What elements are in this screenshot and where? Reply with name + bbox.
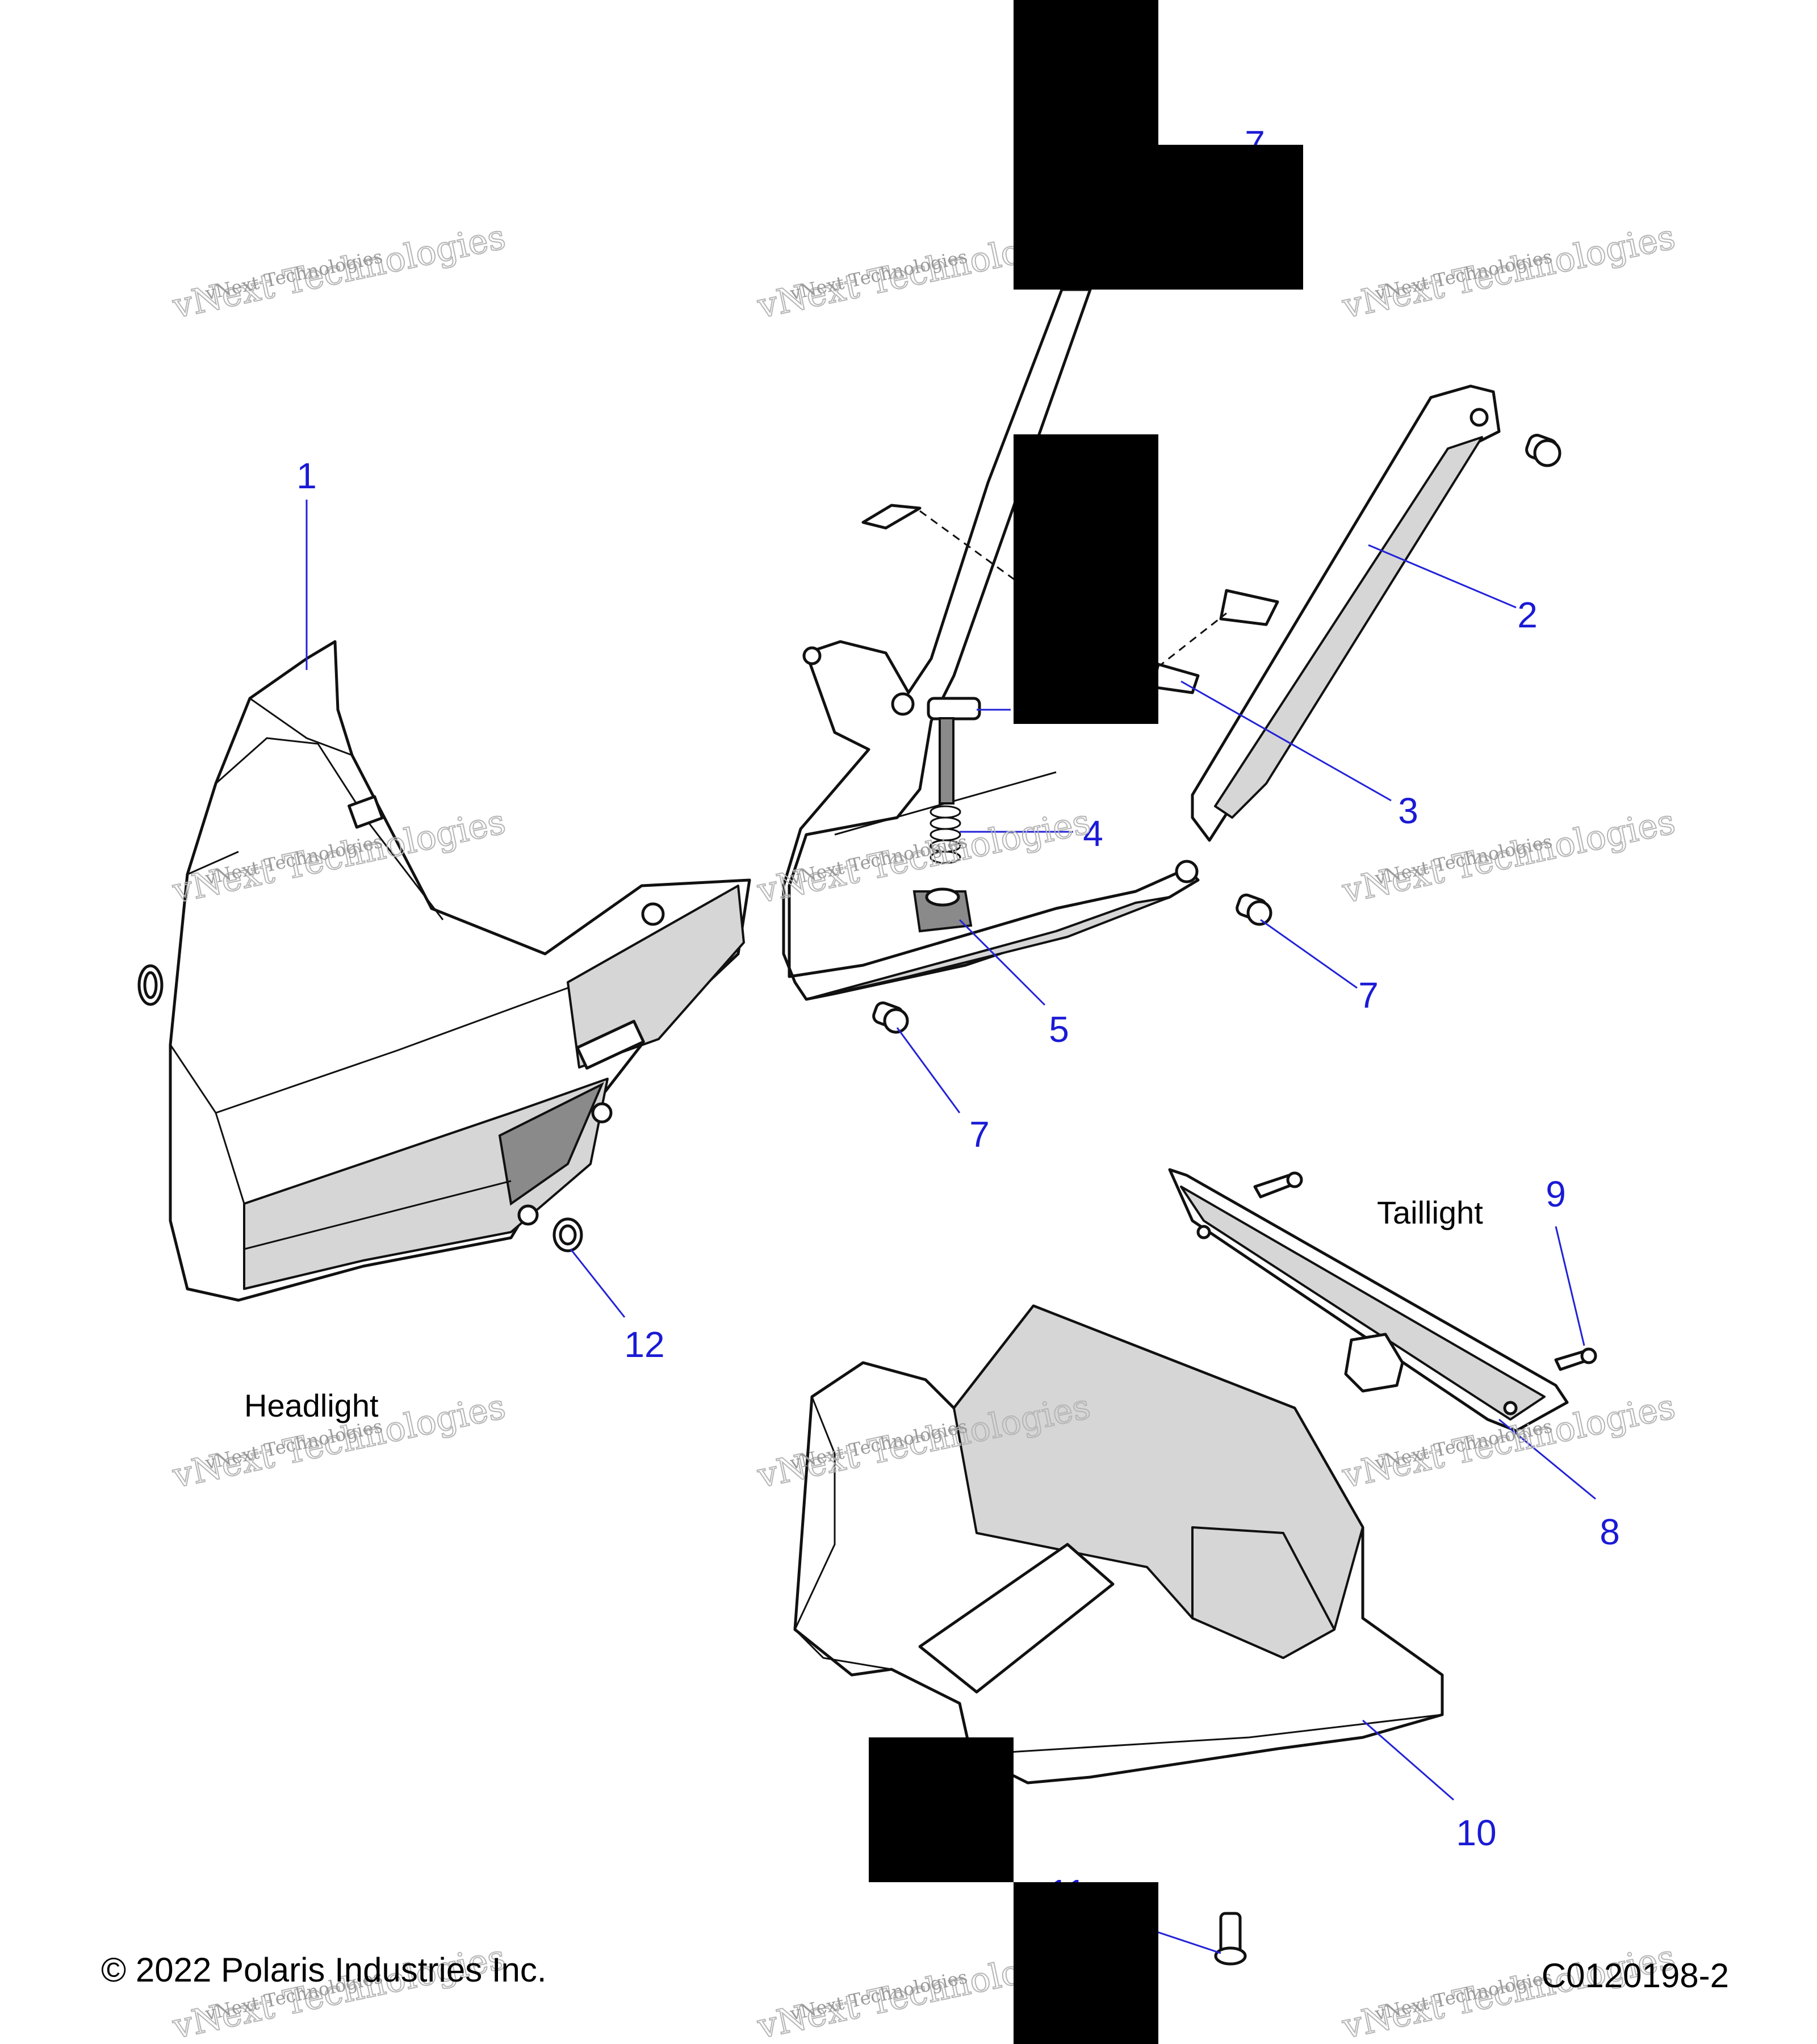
redaction-block-1: [1014, 0, 1158, 290]
screw-9-top: [1253, 1171, 1303, 1199]
callout-1: 1: [296, 455, 317, 496]
adjuster-nut: [912, 887, 973, 933]
callout-9: 9: [1546, 1174, 1566, 1214]
callout-8: 8: [1600, 1511, 1620, 1552]
callout-10: 10: [1456, 1812, 1496, 1853]
screw-7-left: [872, 1001, 909, 1034]
callout-2: 2: [1517, 594, 1538, 635]
screw-9-bottom: [1554, 1347, 1597, 1371]
screw-7-top: [1525, 434, 1561, 467]
rear-tray: [793, 1304, 1444, 1785]
watermark-6: vNext Technologies vNext Technologies: [1338, 801, 1680, 912]
taillight-assembly: [1168, 1168, 1569, 1433]
watermark-3: vNext Technologies vNext Technologies: [1338, 216, 1680, 327]
redaction-block-3: [1014, 434, 1158, 724]
callout-7-right: 7: [1358, 975, 1379, 1016]
screw-11: [1214, 1912, 1247, 1966]
headlight-caption: Headlight: [244, 1388, 379, 1423]
watermark-1: vNext Technologies vNext Technologies: [169, 216, 510, 327]
adjuster-bolt: [927, 697, 981, 805]
callout-5: 5: [1049, 1009, 1069, 1050]
redaction-block-5: [1014, 1882, 1158, 2044]
headlight-assembly: [169, 640, 751, 1302]
spring: [930, 805, 961, 864]
headlight-bracket: [782, 288, 1501, 1001]
redaction-block-4: [869, 1737, 1014, 1882]
redaction-block-2: [1158, 145, 1303, 290]
drawing-code: C0120198-2: [1542, 1957, 1729, 1995]
screw-7-right: [1236, 893, 1272, 926]
redaction-blocks: [869, 0, 1303, 2044]
copyright-text: © 2022 Polaris Industries Inc.: [101, 1951, 547, 1989]
taillight-caption: Taillight: [1377, 1195, 1483, 1230]
callout-4: 4: [1083, 813, 1103, 854]
leader-lines: [305, 500, 1596, 1954]
callout-7-left: 7: [969, 1114, 990, 1155]
callout-3: 3: [1398, 790, 1418, 831]
callout-12: 12: [624, 1324, 664, 1365]
